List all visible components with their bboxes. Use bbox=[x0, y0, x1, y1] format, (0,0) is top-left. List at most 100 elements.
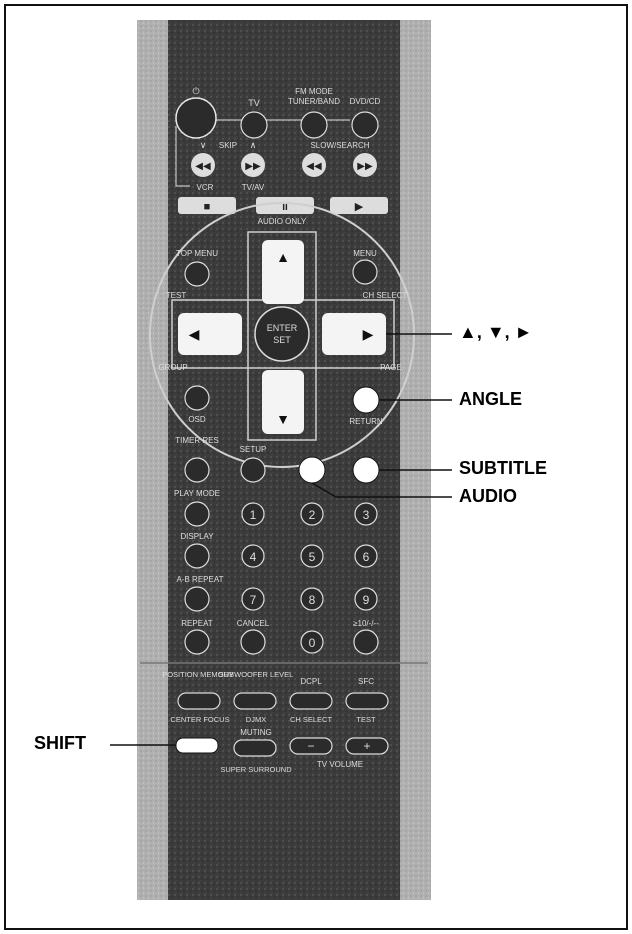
stop-icon: ■ bbox=[204, 201, 211, 213]
ab-repeat-label: A-B REPEAT bbox=[177, 575, 224, 584]
search-forward-icon: ▶▶ bbox=[357, 161, 373, 172]
tv-av-label: TV/AV bbox=[242, 183, 265, 192]
osd-label: OSD bbox=[188, 415, 206, 424]
dcpl-button[interactable] bbox=[289, 692, 333, 710]
audio-button[interactable] bbox=[298, 456, 326, 484]
skip-next-button[interactable] bbox=[241, 153, 265, 177]
position-memory-label: POSITION MEMORY bbox=[162, 670, 234, 679]
tuner-band-label: TUNER/BAND bbox=[288, 97, 340, 106]
audio-only-label: AUDIO ONLY bbox=[258, 217, 307, 226]
repeat-button[interactable] bbox=[184, 629, 210, 655]
number-button-3[interactable] bbox=[354, 502, 378, 526]
up-button[interactable] bbox=[262, 240, 304, 304]
top-menu-button[interactable] bbox=[184, 261, 210, 287]
number-label-9: 9 bbox=[363, 593, 370, 607]
timer-res-button[interactable] bbox=[184, 457, 210, 483]
right-button[interactable] bbox=[322, 313, 386, 355]
position-memory-button[interactable] bbox=[177, 692, 221, 710]
menu-label: MENU bbox=[353, 249, 377, 258]
play-mode-button[interactable] bbox=[184, 501, 210, 527]
sfc-label: SFC bbox=[358, 677, 374, 686]
subtitle-callout: SUBTITLE bbox=[459, 458, 547, 478]
volume-up-button[interactable] bbox=[345, 737, 389, 755]
osd-button[interactable] bbox=[184, 385, 210, 411]
up-arrow-icon: ▲ bbox=[276, 249, 290, 265]
skip-up-label: ∧ bbox=[250, 140, 257, 150]
down-button[interactable] bbox=[262, 370, 304, 434]
number-label-3: 3 bbox=[363, 508, 370, 522]
enter-label: ENTER bbox=[267, 323, 298, 333]
volume-down-button[interactable] bbox=[289, 737, 333, 755]
fm-mode-label: FM MODE bbox=[295, 87, 333, 96]
digit-extra-button[interactable] bbox=[353, 629, 379, 655]
skip-prev-button[interactable] bbox=[191, 153, 215, 177]
number-button-6[interactable] bbox=[354, 544, 378, 568]
number-button-1[interactable] bbox=[241, 502, 265, 526]
remote-side-left bbox=[137, 20, 173, 900]
nav-frame bbox=[247, 231, 317, 441]
stop-button[interactable] bbox=[178, 197, 236, 214]
number-label-7: 7 bbox=[250, 593, 257, 607]
skip-label: SKIP bbox=[219, 141, 237, 150]
dvd-cd-button[interactable] bbox=[351, 111, 379, 139]
vcr-label: VCR bbox=[197, 183, 214, 192]
pause-button[interactable] bbox=[256, 197, 314, 214]
angle-return-button[interactable] bbox=[352, 386, 380, 414]
page-label: PAGE bbox=[380, 363, 402, 372]
power-button[interactable] bbox=[175, 97, 217, 139]
number-button-8[interactable] bbox=[300, 587, 324, 611]
number-label-8: 8 bbox=[309, 593, 316, 607]
search-rewind-icon: ◀◀ bbox=[306, 161, 322, 172]
search-forward-button[interactable] bbox=[353, 153, 377, 177]
audio-leader-line bbox=[311, 482, 452, 498]
cancel-button[interactable] bbox=[240, 629, 266, 655]
center-focus-label: CENTER FOCUS bbox=[170, 715, 229, 724]
subtitle-button[interactable] bbox=[352, 456, 380, 484]
skip-next-icon: ▶▶ bbox=[245, 161, 261, 172]
number-button-9[interactable] bbox=[354, 587, 378, 611]
top-menu-label: TOP MENU bbox=[176, 249, 218, 258]
number-button-4[interactable] bbox=[241, 544, 265, 568]
ab-repeat-button[interactable] bbox=[184, 586, 210, 612]
plus-icon: + bbox=[363, 739, 370, 753]
subwoofer-level-label: SUBWOOFER LEVEL bbox=[219, 670, 294, 679]
tv-label: TV bbox=[248, 98, 260, 108]
minus-icon: − bbox=[307, 739, 314, 753]
skip-down-label: ∨ bbox=[200, 140, 207, 150]
number-pad: 1 2 3 4 5 6 7 8 9 0 bbox=[241, 502, 378, 654]
djmx-label: DJMX bbox=[246, 715, 266, 724]
shift-button[interactable] bbox=[175, 737, 219, 754]
super-surround-label: SUPER SURROUND bbox=[220, 765, 292, 774]
power-icon: ⏻ bbox=[192, 86, 199, 96]
left-arrow-icon: ◀ bbox=[189, 326, 200, 342]
cancel-label: CANCEL bbox=[237, 619, 270, 628]
play-button[interactable] bbox=[330, 197, 388, 214]
display-button[interactable] bbox=[184, 543, 210, 569]
play-icon: ▶ bbox=[355, 201, 364, 213]
remote-side-right bbox=[395, 20, 431, 900]
arrows-callout: ▲, ▼, ► bbox=[459, 322, 533, 342]
ch-select-label: CH SELECT bbox=[363, 291, 408, 300]
left-button[interactable] bbox=[178, 313, 242, 355]
test-label: TEST bbox=[166, 291, 187, 300]
setup-button[interactable] bbox=[240, 457, 266, 483]
sfc-button[interactable] bbox=[345, 692, 389, 710]
display-label: DISPLAY bbox=[180, 532, 214, 541]
subwoofer-level-button[interactable] bbox=[233, 692, 277, 710]
number-button-7[interactable] bbox=[241, 587, 265, 611]
number-label-6: 6 bbox=[363, 550, 370, 564]
number-button-5[interactable] bbox=[300, 544, 324, 568]
tuner-band-button[interactable] bbox=[300, 111, 328, 139]
number-button-0[interactable] bbox=[300, 630, 324, 654]
search-rewind-button[interactable] bbox=[302, 153, 326, 177]
tv-button[interactable] bbox=[240, 111, 268, 139]
navigation-ring bbox=[149, 202, 415, 468]
skip-prev-icon: ◀◀ bbox=[195, 161, 211, 172]
number-label-1: 1 bbox=[250, 508, 257, 522]
muting-button[interactable] bbox=[233, 739, 277, 757]
return-label: RETURN bbox=[349, 417, 383, 426]
menu-button[interactable] bbox=[352, 259, 378, 285]
enter-set-button[interactable] bbox=[254, 306, 310, 362]
set-label: SET bbox=[273, 335, 291, 345]
number-button-2[interactable] bbox=[300, 502, 324, 526]
